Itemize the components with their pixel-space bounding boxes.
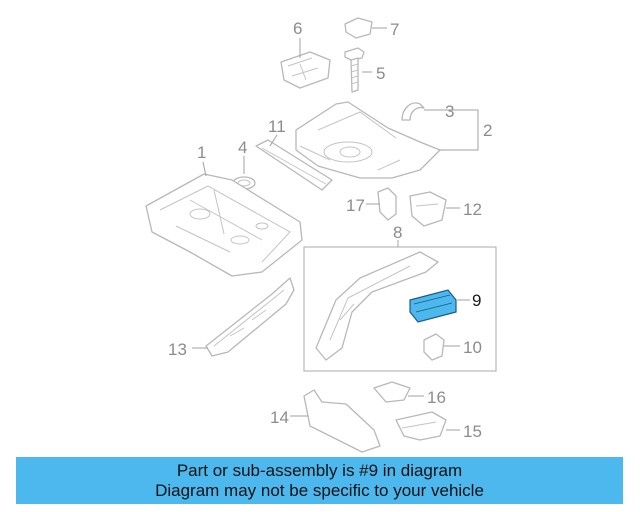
callout-1: 1 [197, 143, 206, 162]
part-2-spare-tire-well [295, 101, 441, 179]
part-11-rail [255, 139, 333, 191]
assembly-8-box [303, 246, 497, 372]
callout-10: 10 [463, 338, 482, 357]
callout-12: 12 [463, 200, 482, 219]
callout-8: 8 [393, 223, 402, 242]
callout-4: 4 [238, 138, 247, 157]
callout-14: 14 [270, 408, 289, 427]
callout-9: 9 [472, 291, 481, 310]
part-13-side-rail [205, 277, 295, 357]
callout-17: 17 [346, 196, 365, 215]
part-17-bracket [377, 187, 397, 221]
info-banner: Part or sub-assembly is #9 in diagram Di… [16, 457, 623, 504]
part-1-floor-pan [145, 173, 303, 277]
callout-13: 13 [168, 340, 187, 359]
callout-11: 11 [268, 117, 286, 136]
part-15-bracket [395, 411, 447, 441]
part-9-reinforcement-highlighted [409, 289, 457, 323]
callout-16: 16 [427, 388, 446, 407]
banner-line-2: Diagram may not be specific to your vehi… [155, 481, 484, 500]
banner-line-1: Part or sub-assembly is #9 in diagram [176, 461, 463, 480]
part-8-rear-rail [315, 251, 439, 361]
part-7-clip [344, 17, 373, 39]
part-10-bracket [423, 333, 445, 361]
callout-3: 3 [445, 102, 454, 121]
callout-7: 7 [390, 20, 399, 39]
callout-15: 15 [463, 422, 482, 441]
callout-6: 6 [293, 19, 302, 38]
part-6-bracket [280, 51, 331, 89]
part-16-plate [373, 381, 411, 403]
callout-2: 2 [483, 121, 492, 140]
part-14-splash-panel [303, 389, 381, 453]
part-12-bracket [409, 191, 447, 227]
callout-5: 5 [376, 64, 385, 83]
part-5-bolt [344, 47, 365, 93]
leader-lines [192, 27, 479, 431]
part-3-hook [401, 102, 425, 121]
